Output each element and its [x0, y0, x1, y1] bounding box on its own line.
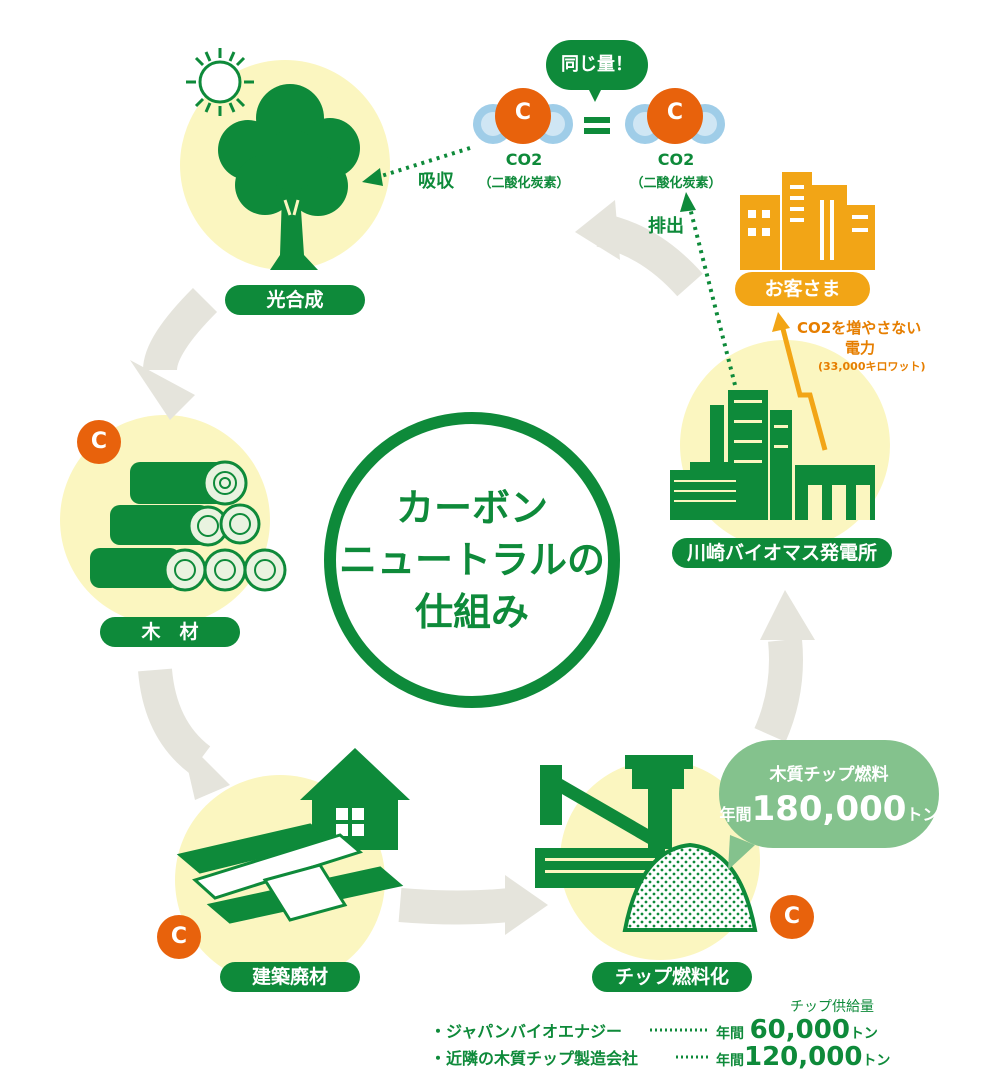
title-line-3: 仕組み: [415, 586, 529, 638]
supply-row-2-prefix: 年間: [716, 1053, 744, 1069]
photosynthesis-label: 光合成: [225, 285, 365, 315]
city-buildings-icon: [740, 172, 875, 270]
arrow-waste-to-chip: [400, 905, 510, 908]
timber-label: 木 材: [100, 617, 240, 647]
chip-fuel-bubble: 木質チップ燃料 年間180,000トン: [719, 740, 939, 848]
chip-fuel-bubble-title: 木質チップ燃料: [719, 760, 939, 785]
supply-row-2-amount: 120,000: [744, 1042, 862, 1072]
supply-row-2-name: ・近隣の木質チップ製造会社: [430, 1045, 638, 1069]
carbon-symbol-left: C: [495, 100, 551, 125]
speech-bubble-tail: [588, 88, 602, 102]
arrow-timber-to-waste: [155, 670, 200, 760]
construction-waste-label: 建築廃材: [220, 962, 360, 992]
co2-name-left: （二酸化炭素）: [464, 172, 584, 191]
power-plant-label: 川崎バイオマス発電所: [672, 538, 892, 568]
chip-fuel-bubble-unit: トン: [906, 805, 938, 824]
electricity-line-2: 電力: [845, 337, 875, 358]
electricity-line-1: CO2を増やさない: [797, 317, 921, 338]
carbon-badge-waste: C: [157, 915, 201, 959]
co2-formula-right: CO2: [650, 150, 702, 169]
emit-label: 排出: [648, 212, 684, 238]
supply-row-1-prefix: 年間: [716, 1026, 744, 1042]
chip-fuel-label: チップ燃料化: [592, 962, 752, 992]
supply-row-1-name: ・ジャパンバイオエナジー: [430, 1018, 622, 1042]
chip-fuel-bubble-prefix: 年間: [720, 805, 752, 824]
supply-row-1-unit: トン: [850, 1026, 878, 1042]
arrow-chip-to-plant: [770, 640, 786, 735]
carbon-symbol-right: C: [647, 100, 703, 125]
center-title: カーボン ニュートラルの 仕組み: [324, 412, 620, 708]
electricity-capacity: (33,000キロワット): [818, 358, 926, 374]
co2-name-right: （二酸化炭素）: [616, 172, 736, 191]
customer-label: お客さま: [735, 272, 870, 306]
supply-row-2-value: 年間120,000トン: [716, 1042, 890, 1072]
title-line-1: カーボン: [396, 482, 548, 534]
power-line-head: [772, 312, 790, 332]
chip-fuel-bubble-amount: 180,000: [752, 789, 907, 829]
same-amount-badge: 同じ量！: [546, 40, 648, 90]
emit-arrow-head: [680, 192, 696, 212]
carbon-badge-timber: C: [77, 420, 121, 464]
supply-row-2-unit: トン: [862, 1053, 890, 1069]
arrow-photosynthesis-to-timber: [160, 300, 205, 370]
title-line-2: ニュートラルの: [339, 534, 605, 586]
co2-formula-left: CO2: [498, 150, 550, 169]
chip-fuel-bubble-amount-row: 年間180,000トン: [719, 789, 939, 829]
supply-heading: チップ供給量: [790, 996, 874, 1016]
absorb-label: 吸収: [418, 167, 454, 193]
carbon-badge-chip: C: [770, 895, 814, 939]
supply-row-1-value: 年間 60,000トン: [716, 1015, 878, 1045]
equals-icon: [584, 117, 610, 134]
supply-row-1-amount: 60,000: [750, 1015, 850, 1045]
